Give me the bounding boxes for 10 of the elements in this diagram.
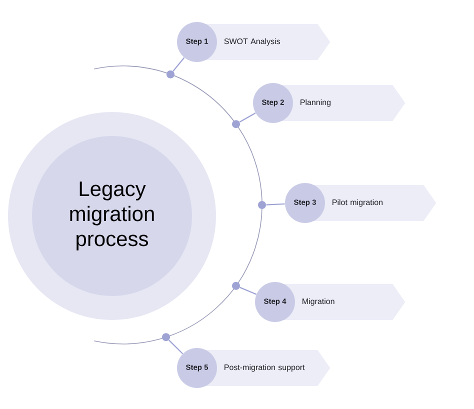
connector-line	[266, 203, 285, 206]
arc-dot	[232, 120, 240, 128]
connector-line	[172, 57, 185, 72]
arc-dot	[232, 282, 240, 290]
connector-line	[168, 340, 184, 354]
connector-line	[240, 286, 257, 295]
arc-dot	[166, 70, 174, 78]
connector-line	[239, 112, 256, 123]
arc-dot	[258, 201, 266, 209]
arc-dot	[162, 333, 170, 342]
